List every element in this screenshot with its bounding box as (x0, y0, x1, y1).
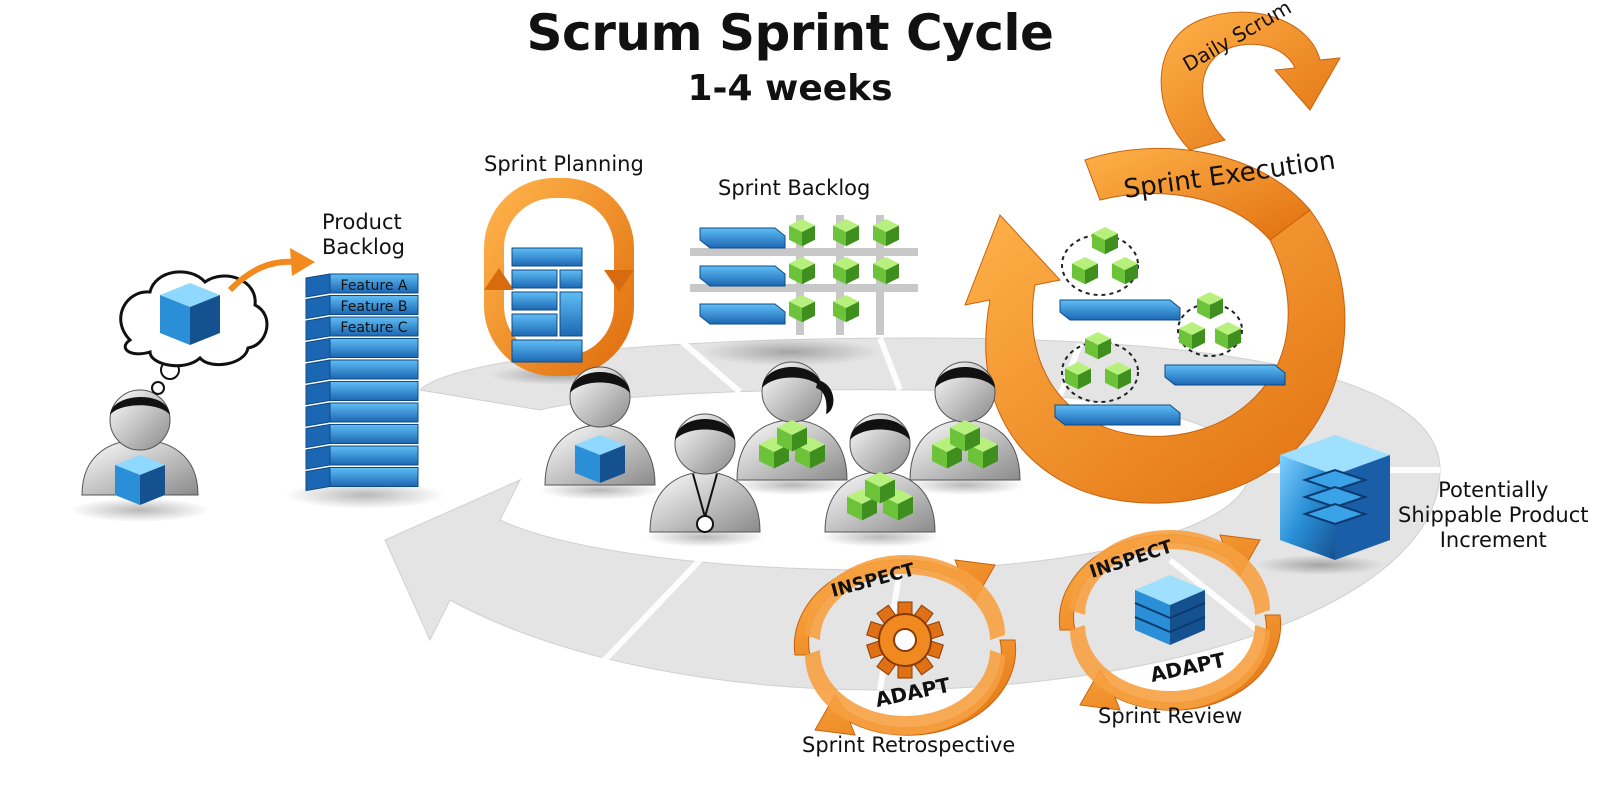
task-cube-icon (833, 257, 859, 285)
feature-b-label: Feature B (341, 299, 408, 315)
backlog-item-bar (305, 423, 419, 449)
gear-icon (866, 601, 944, 679)
task-cube-icon (1072, 257, 1098, 285)
product-backlog-label-line2: Backlog (322, 235, 405, 259)
backlog-item-bar (305, 445, 419, 470)
task-cube-icon (833, 219, 859, 247)
backlog-item-bar (305, 359, 419, 384)
product-backlog-label-line1: Product (322, 210, 402, 234)
arrow-to-backlog-icon (227, 258, 296, 293)
product-backlog-stack: Feature A Feature B Feature C (285, 273, 445, 509)
diagram-title: Scrum Sprint Cycle (526, 4, 1054, 62)
task-cube-icon (1112, 257, 1138, 285)
feature-a-label: Feature A (341, 278, 408, 294)
task-cube-icon (1215, 322, 1241, 350)
task-cube-icon (873, 219, 899, 247)
increment-label-line2: Shippable Product (1398, 503, 1589, 527)
shippable-increment-icon (1255, 435, 1390, 575)
diagram-subtitle: 1-4 weeks (687, 68, 893, 109)
task-cube-icon (777, 420, 807, 452)
backlog-item-bar (305, 316, 419, 341)
team-member-figure (905, 361, 1025, 495)
team-member-figure (732, 361, 852, 495)
backlog-item-bar (305, 337, 419, 363)
backlog-item-bar (305, 466, 419, 492)
task-cube-icon (789, 257, 815, 285)
thought-bubble (119, 248, 315, 395)
task-cube-icon (1065, 362, 1091, 390)
sprint-review-label: Sprint Review (1098, 704, 1243, 728)
increment-label-line3: Increment (1439, 528, 1547, 552)
scrum-master-lanyard-figure (645, 413, 765, 547)
backlog-item-bar (305, 402, 419, 427)
sprint-planning-label: Sprint Planning (484, 152, 644, 176)
backlog-item-bar (305, 294, 419, 320)
sprint-retrospective-label: Sprint Retrospective (802, 733, 1016, 757)
task-cube-icon (1105, 362, 1131, 390)
task-cube-icon (1092, 227, 1118, 255)
sprint-backlog-grid (690, 215, 918, 366)
increment-label-line1: Potentially (1438, 478, 1549, 502)
scrum-master-figure (540, 366, 660, 500)
execution-tasks (1054, 227, 1286, 426)
idea-cube-icon (160, 283, 220, 345)
product-backlog-label: Product Backlog (322, 210, 405, 260)
task-cube-icon (795, 437, 825, 469)
task-cube-icon (865, 472, 895, 504)
backlog-item-bar (305, 273, 419, 298)
task-cube-icon (789, 295, 815, 323)
task-cube-icon (1179, 322, 1205, 350)
scrum-team (540, 361, 1025, 547)
task-cube-icon (833, 295, 859, 323)
task-cube-icon (1085, 332, 1111, 360)
task-cube-icon (789, 219, 815, 247)
sprint-execution-arrow: Sprint Execution (964, 146, 1346, 504)
sprint-planning-icon (484, 178, 634, 385)
team-member-figure (820, 413, 940, 547)
task-cube-icon (1197, 292, 1223, 320)
task-cube-icon (873, 257, 899, 285)
product-owner-figure (70, 389, 210, 522)
backlog-item-bar (305, 380, 419, 406)
increment-label: Potentially Shippable Product Increment (1398, 478, 1589, 553)
task-cube-icon (950, 420, 980, 452)
feature-c-label: Feature C (340, 320, 407, 336)
sprint-backlog-label: Sprint Backlog (718, 176, 871, 200)
daily-scrum-loop: Daily Scrum (1160, 0, 1341, 151)
user-story-cube-icon (115, 455, 165, 505)
